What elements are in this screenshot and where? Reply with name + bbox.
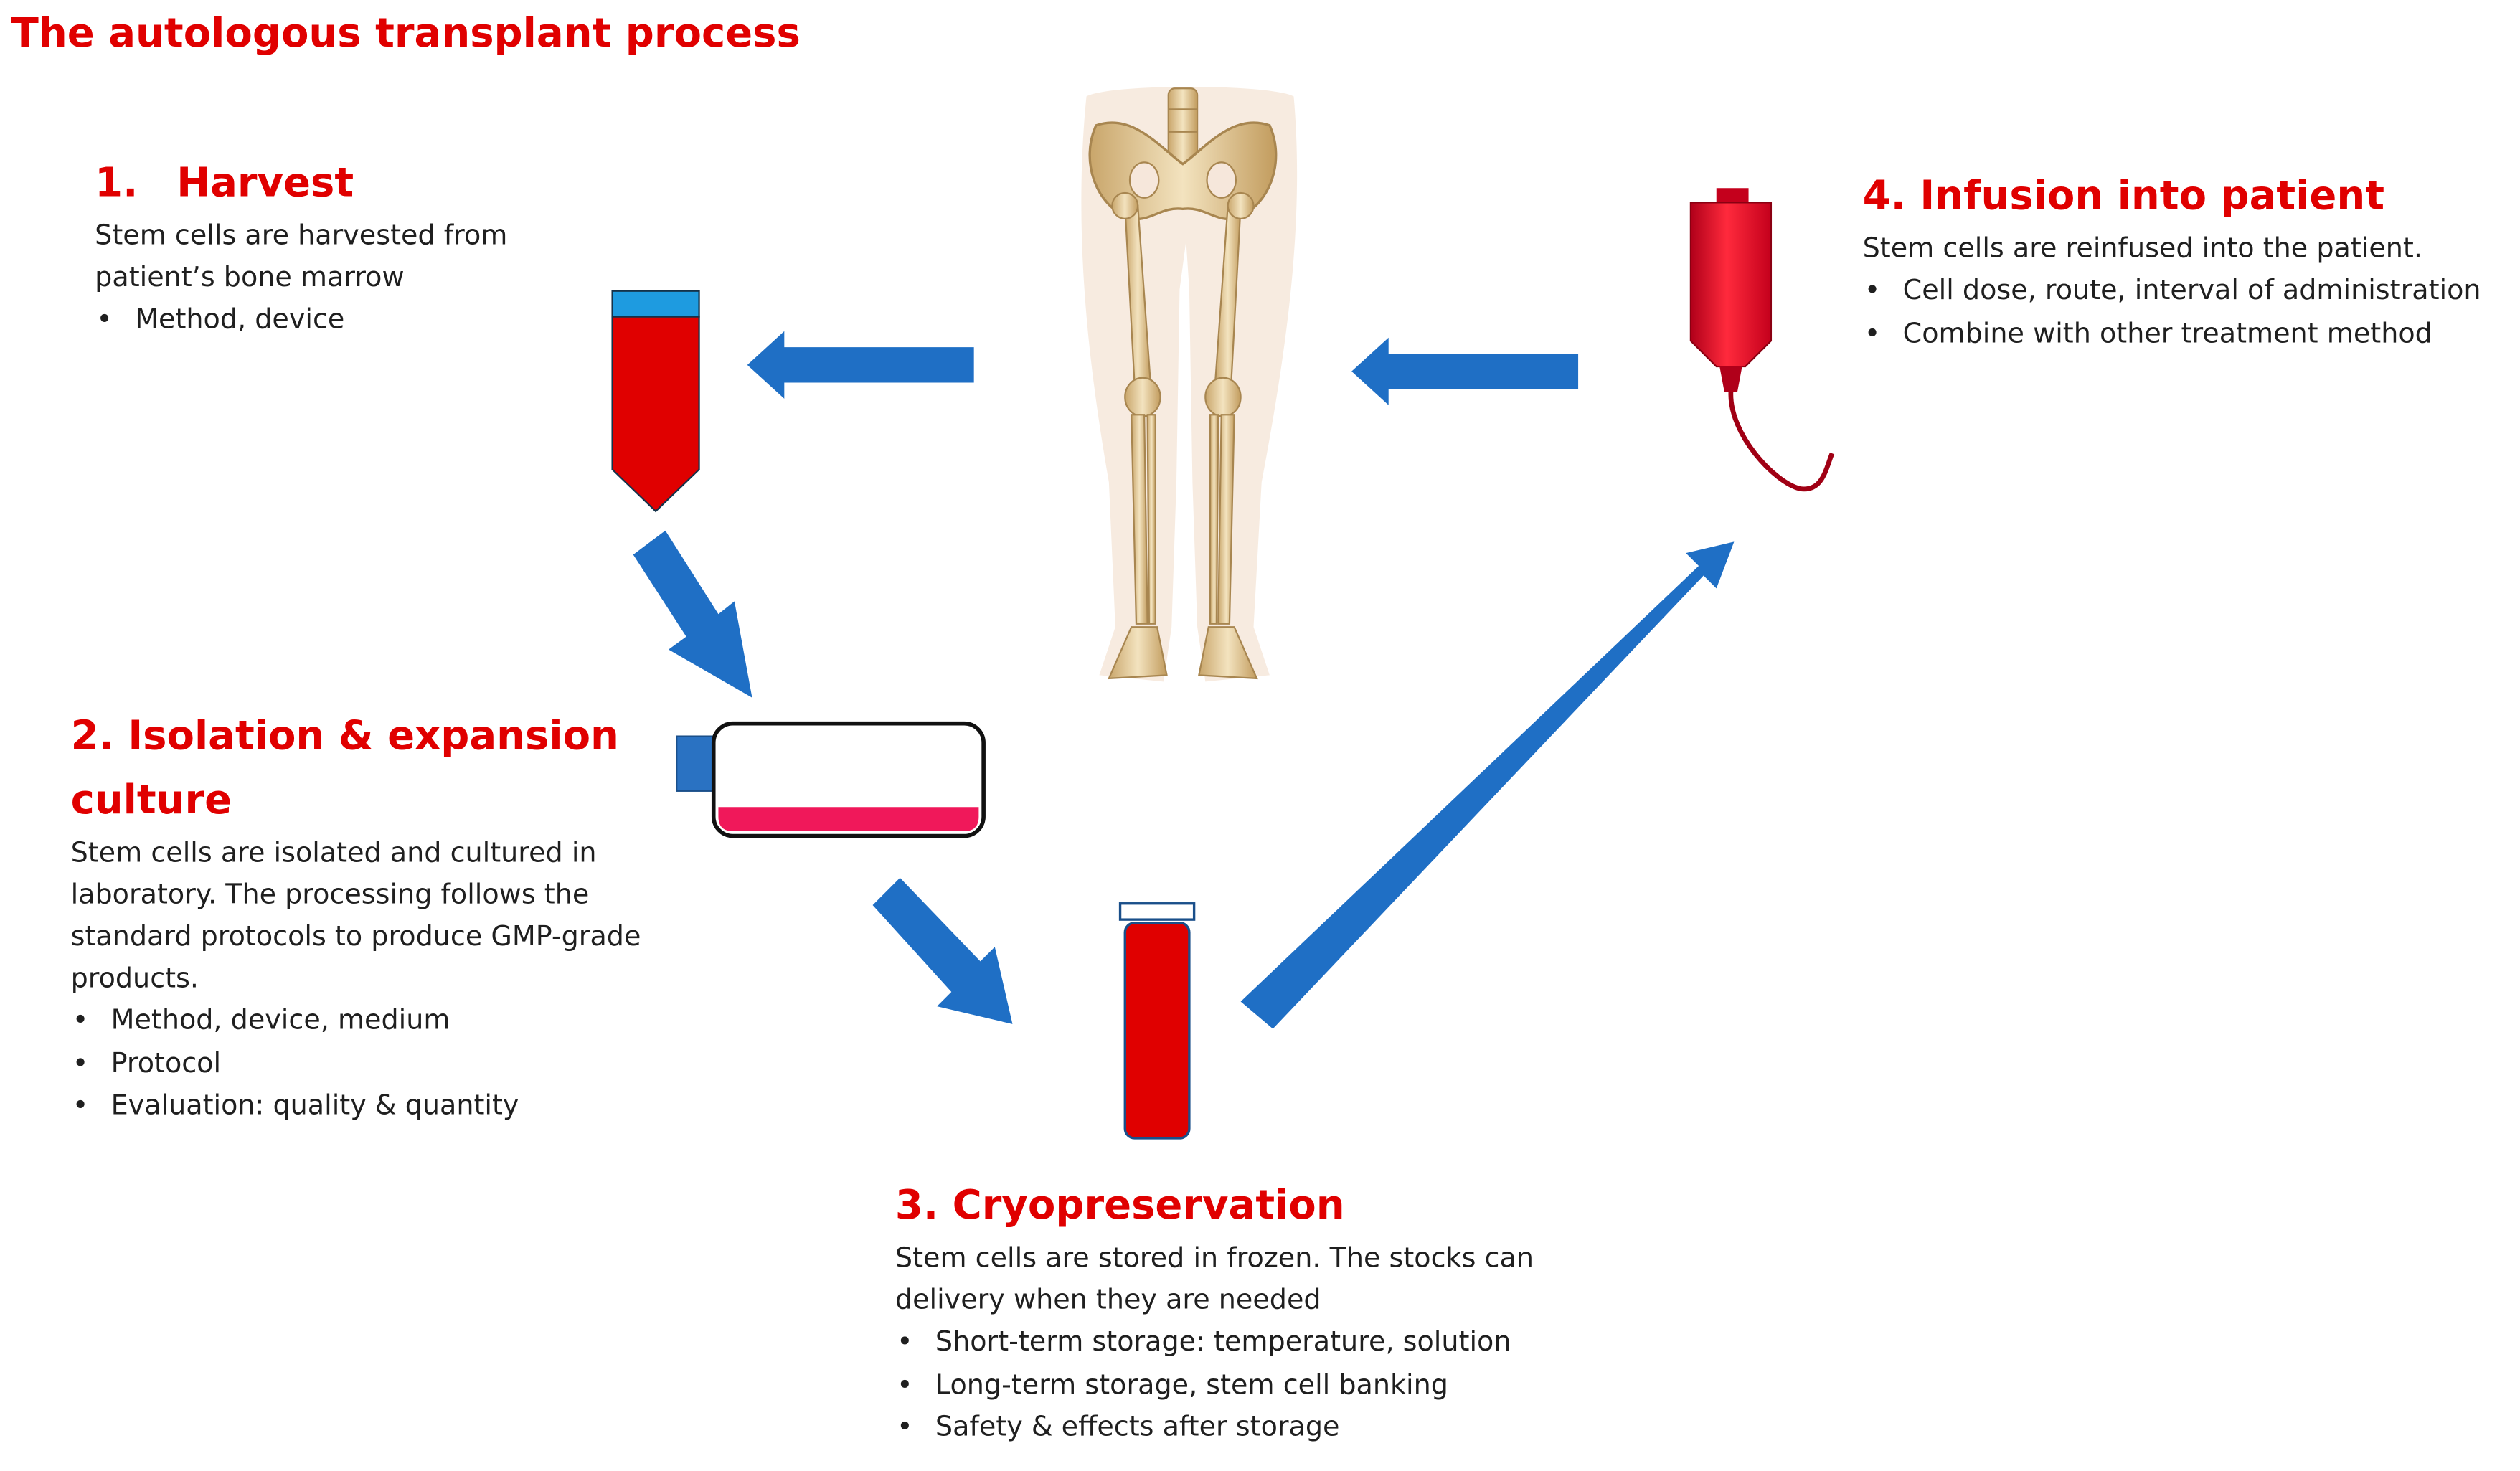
arrow-infusion-to-body [1351,337,1579,405]
step-harvest-bullets: Method, device [95,299,577,341]
iv-blood-bag-icon [1689,188,1835,492]
arrow-harvest-to-culture [633,530,752,698]
step-harvest-heading: 1. Harvest [95,151,577,216]
arrow-body-to-harvest [747,331,974,399]
step-isolation-bullets: Method, device, medium Protocol Evaluati… [71,1000,698,1127]
culture-flask-icon [676,721,986,838]
step-infusion-heading: 4. Infusion into patient [1862,171,2385,219]
list-item: Long-term storage, stem cell banking [895,1364,1586,1406]
list-item: Method, device, medium [71,1000,698,1042]
list-item: Cell dose, route, interval of administra… [1863,270,2514,313]
step-isolation-heading: 2. Isolation & expansion culture [70,711,619,823]
step-isolation-description: Stem cells are isolated and cultured in … [70,837,641,995]
arrow-cryo-to-infusion [1240,541,1735,1029]
arrow-culture-to-cryo [872,877,1013,1024]
step-harvest-description: Stem cells are harvested from patient’s … [95,220,508,295]
step-infusion: 4. Infusion into patient Stem cells are … [1863,164,2514,356]
list-item: Short-term storage: temperature, solutio… [895,1322,1586,1364]
step-infusion-description: Stem cells are reinfused into the patien… [1862,233,2422,265]
collection-tube-icon [611,290,700,513]
step-isolation: 2. Isolation & expansion culture Stem ce… [71,704,698,1128]
step-cryopreservation-heading: 3. Cryopreservation [895,1181,1345,1229]
step-cryopreservation-bullets: Short-term storage: temperature, solutio… [895,1322,1586,1449]
diagram-title: The autologous transplant process [11,9,801,57]
list-item: Evaluation: quality & quantity [71,1085,698,1127]
leg-skeleton-icon [1081,87,1298,682]
step-cryopreservation-description: Stem cells are stored in frozen. The sto… [895,1242,1534,1317]
step-harvest-title: Harvest [176,159,354,206]
step-harvest: 1. Harvest Stem cells are harvested from … [95,151,577,342]
cryovial-icon [1118,902,1196,1140]
step-cryopreservation: 3. Cryopreservation Stem cells are store… [895,1173,1586,1449]
list-item: Method, device [95,299,577,341]
list-item: Combine with other treatment method [1863,313,2514,355]
list-item: Protocol [71,1043,698,1085]
step-infusion-bullets: Cell dose, route, interval of administra… [1863,270,2514,356]
flow-arrows [633,331,1735,1029]
step-harvest-number: 1. [95,159,138,206]
list-item: Safety & effects after storage [895,1406,1586,1449]
